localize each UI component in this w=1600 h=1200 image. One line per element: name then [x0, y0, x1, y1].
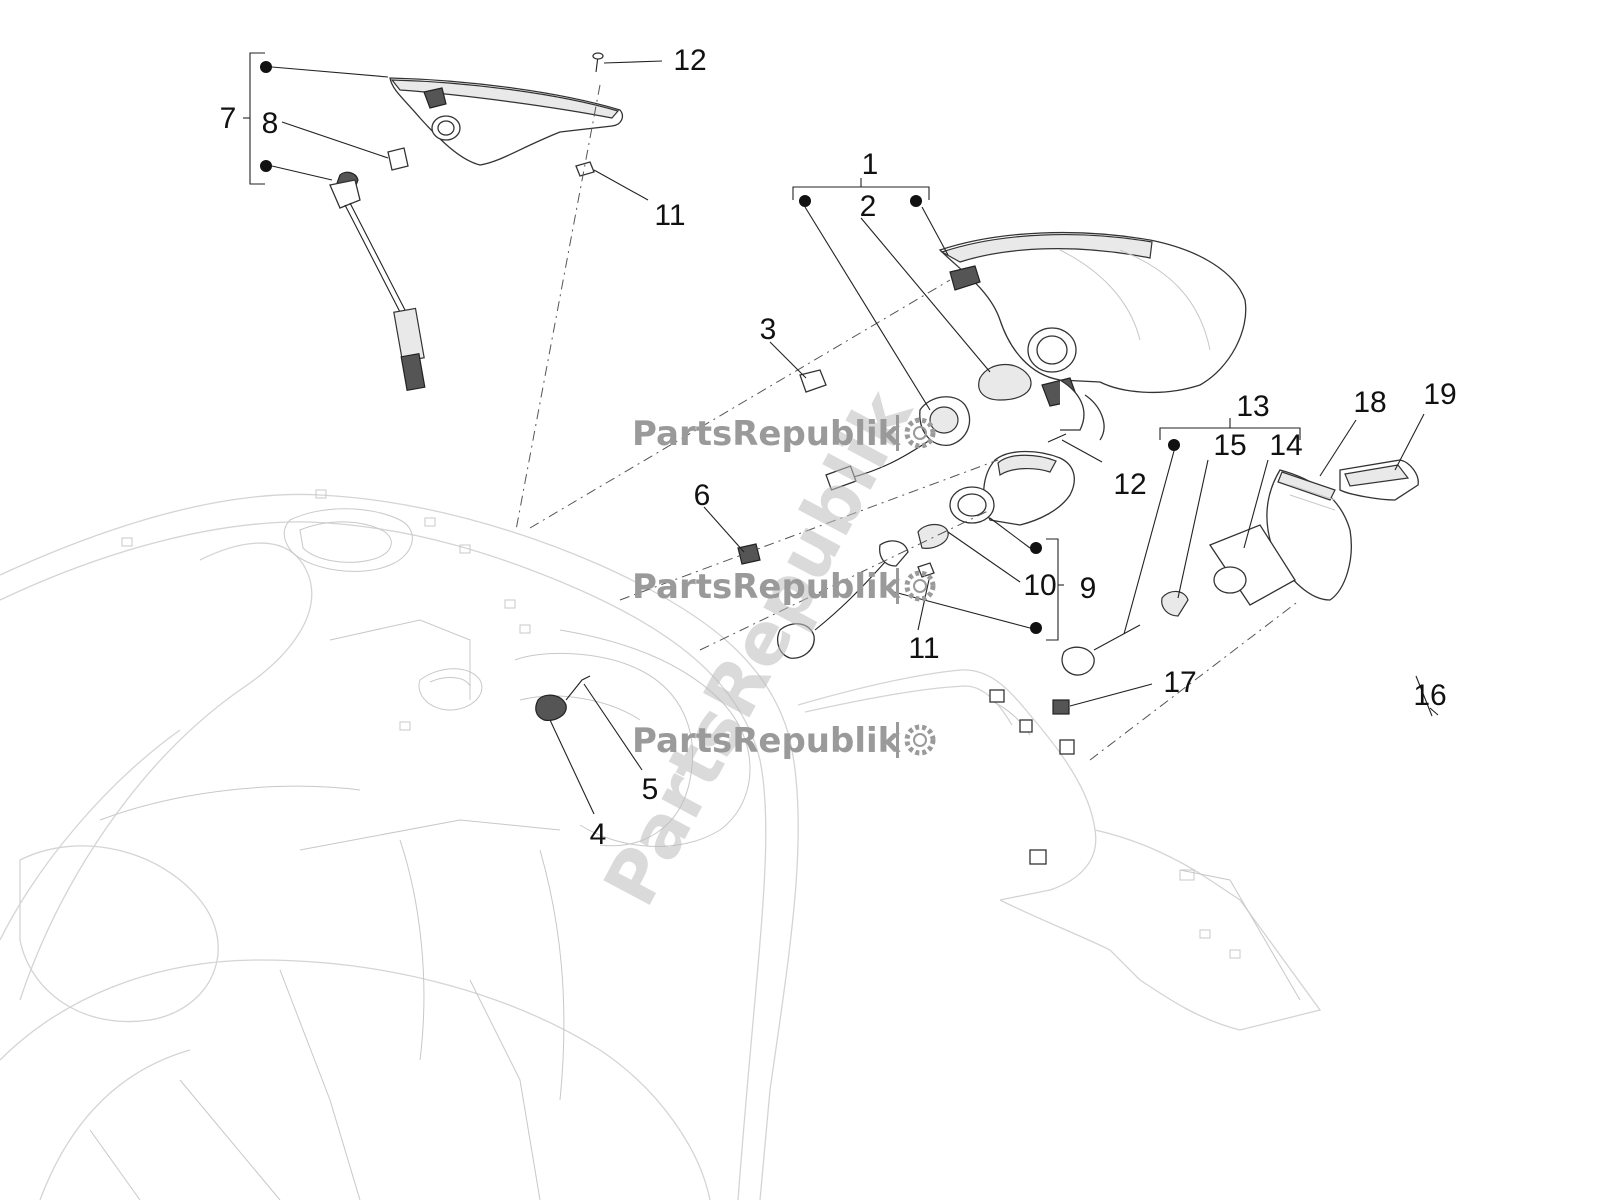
callout-12-top: 12	[673, 44, 706, 77]
callout-19: 19	[1423, 378, 1456, 411]
callout-6: 6	[694, 479, 711, 512]
callout-numbers: 1 2 3 4 5 6 7 8 9 10 11 11 12 12 13 14 1…	[220, 44, 1457, 851]
callout-2: 2	[860, 190, 877, 223]
leader-lines	[243, 52, 1433, 815]
callout-5: 5	[642, 773, 659, 806]
callout-3: 3	[760, 313, 777, 346]
callout-1: 1	[862, 148, 879, 181]
callout-7: 7	[220, 102, 237, 135]
watermark-1: PartsRepublik	[632, 414, 902, 454]
callout-17: 17	[1163, 666, 1196, 699]
scooter-body-outline	[0, 489, 799, 1200]
callout-13: 13	[1236, 390, 1269, 423]
turn-signal-assembly	[737, 450, 1075, 659]
gear-icon	[904, 417, 936, 449]
gear-icon	[904, 570, 936, 602]
gear-icon	[904, 724, 936, 756]
rear-mudguard-outline	[797, 669, 1322, 1031]
callout-9: 9	[1080, 572, 1097, 605]
watermark-2: PartsRepublik	[632, 567, 902, 607]
assembly-lines	[515, 84, 1301, 761]
side-marker-lamp	[329, 77, 623, 391]
callout-11-top: 11	[654, 199, 685, 232]
callout-18: 18	[1353, 386, 1386, 419]
fasteners	[535, 52, 1067, 721]
callout-11-middle: 11	[908, 632, 939, 665]
watermark-3: PartsRepublik	[632, 721, 902, 761]
callout-15: 15	[1213, 429, 1246, 462]
license-plate-light-assembly	[1052, 459, 1439, 716]
callout-8: 8	[262, 107, 279, 140]
watermark-diagonal: PartsRepublik	[587, 376, 929, 919]
callout-10: 10	[1023, 569, 1056, 602]
callout-16: 16	[1413, 679, 1446, 712]
callout-12-middle: 12	[1113, 468, 1146, 501]
callout-4: 4	[590, 818, 607, 851]
callout-14: 14	[1269, 429, 1302, 462]
watermarks: PartsRepublik PartsRepublik PartsRepubli…	[587, 376, 936, 919]
